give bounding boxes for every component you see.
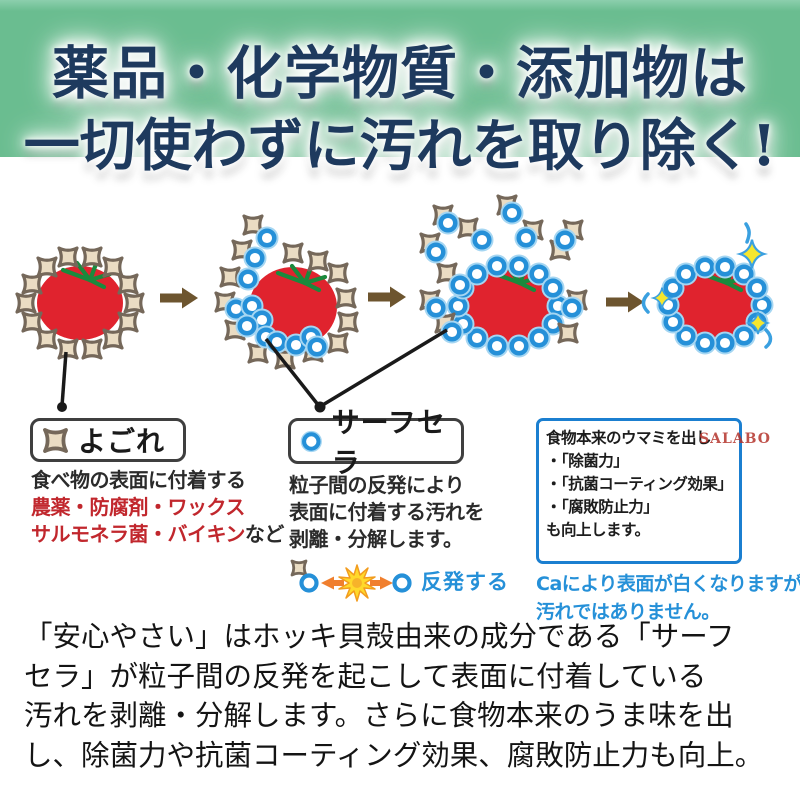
- process-diagram: [15, 194, 800, 413]
- surfcera-desc-line3: 剥離・分解します。: [289, 527, 463, 551]
- benefit-item: ・「抗菌コーティング効果」: [546, 475, 733, 493]
- surfcera-desc-line2: 表面に付着する汚れを: [289, 500, 485, 524]
- paragraph-line: 汚れを剥離・分解します。さらに食物本来のうま味を出: [24, 699, 734, 732]
- repel-burst-icon: [338, 564, 376, 602]
- surfcera-particle-icon: [392, 573, 412, 593]
- headline-line1: 薬品・化学物質・添加物は: [52, 40, 748, 107]
- process-arrow-3: [606, 291, 644, 313]
- repel-diagram: 反発する: [284, 555, 509, 607]
- tomato-stage2-surfcera-arriving: [214, 214, 359, 370]
- repel-arrow-left-icon: [321, 576, 344, 590]
- benefit-outro: も向上します。: [546, 521, 650, 539]
- benefit-item: ・「腐敗防止力」: [546, 498, 659, 516]
- tomato-stage3-dirt-repelled: [419, 194, 588, 356]
- process-arrow-2: [368, 286, 406, 308]
- legend-box-surfcera: サーフセラ: [288, 406, 464, 479]
- ca-note: Caにより表面が白くなりますが 汚れではありません。: [536, 570, 800, 626]
- paragraph-line: セラ」が粒子間の反発を起こして表面に付着している: [24, 659, 707, 693]
- salabo-watermark: SALABO: [699, 431, 771, 447]
- repel-label: 反発する: [421, 570, 509, 594]
- ca-note-line2: 汚れではありません。: [536, 601, 720, 623]
- headline-line2: 一切使わずに汚れを取り除く!: [23, 113, 777, 179]
- description-paragraph: 「安心やさい」はホッキ貝殻由来の成分である「サーフ セラ」が粒子間の反発を起こし…: [24, 617, 786, 775]
- paragraph-line: し、除菌力や抗菌コーティング効果、腐敗防止力も向上。: [24, 738, 764, 772]
- surfcera-desc-line1: 粒子間の反発により: [289, 473, 465, 497]
- repel-arrow-right-icon: [370, 576, 393, 590]
- benefit-intro: 食物本来のウマミを出し: [546, 429, 712, 447]
- benefit-box: 食物本来のウマミを出し ・「除菌力」 ・「抗菌コーティング効果」 ・「腐敗防止力…: [536, 418, 742, 564]
- process-arrow-1: [160, 287, 198, 309]
- benefit-item: ・「除菌力」: [546, 452, 629, 470]
- pointer-dot-dirt: [57, 402, 67, 412]
- ca-note-line1: Caにより表面が白くなりますが: [536, 573, 800, 595]
- legend-surfcera-description: 粒子間の反発により 表面に付着する汚れを 剥離・分解します。: [289, 472, 485, 553]
- legend-surfcera-title: サーフセラ: [331, 406, 446, 479]
- dirt-desc-line2: 農薬・防腐剤・ワックス: [31, 495, 245, 519]
- legend-box-dirt: よごれ: [30, 418, 186, 462]
- legend-dirt-description: 食べ物の表面に付着する 農薬・防腐剤・ワックス サルモネラ菌・バイキンなど: [31, 467, 284, 548]
- dirt-desc-line1: 食べ物の表面に付着する: [31, 468, 246, 492]
- pointer-lines: [60, 328, 448, 408]
- header-band: [0, 0, 800, 157]
- pointer-dot-surfcera: [314, 401, 326, 413]
- repel-graphic: [290, 559, 412, 602]
- dirt-desc-line3: サルモネラ菌・バイキンなど: [31, 522, 284, 546]
- sparkle-tails: [641, 222, 773, 349]
- dirt-particle-icon: [43, 427, 68, 453]
- surfcera-particle-icon: [299, 573, 319, 593]
- surfcera-particle-icon: [300, 430, 322, 452]
- dirt-particle-icon: [290, 559, 308, 577]
- tomato-stage4-clean: [641, 222, 773, 353]
- tomato-stage1-dirt-attached: [15, 246, 145, 360]
- paragraph-line: 「安心やさい」はホッキ貝殻由来の成分である「サーフ: [24, 620, 735, 653]
- legend-dirt-title: よごれ: [78, 425, 166, 458]
